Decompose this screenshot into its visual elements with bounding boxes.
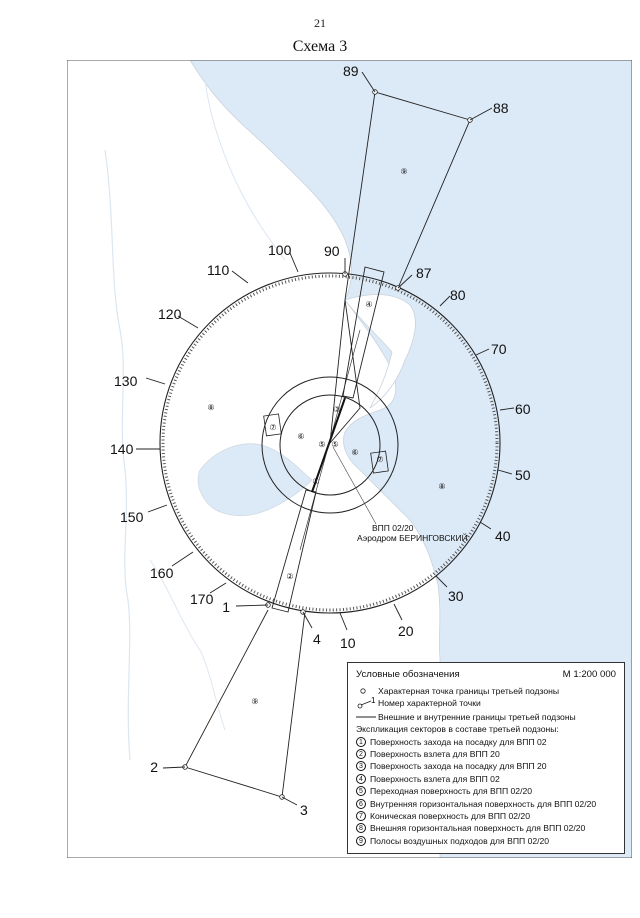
- sector-marker-3: ③: [333, 405, 340, 414]
- point-label-50: 50: [515, 467, 531, 483]
- sector-marker-1: ①: [312, 477, 319, 486]
- sectors-heading: Экспликация секторов в составе третьей п…: [356, 724, 559, 735]
- sector-number-badge: 6: [356, 798, 366, 809]
- point-label-160: 160: [150, 565, 174, 581]
- sector-marker-4: ④: [365, 300, 372, 309]
- sector-text: Внешняя горизонтальная поверхность для В…: [370, 823, 586, 834]
- sector-item: 6 Внутренняя горизонтальная поверхность д…: [348, 797, 624, 809]
- point-label-70: 70: [491, 341, 507, 357]
- page-number: 21: [314, 16, 326, 30]
- legend-point-number-label: Номер характерной точки: [378, 698, 481, 708]
- sector-number-badge: 5: [356, 786, 366, 797]
- legend-point-label: Характерная точка границы третьей подзон…: [378, 686, 560, 696]
- sector-number-badge: 8: [356, 823, 366, 834]
- sector-marker-5b: ⑤: [331, 440, 338, 449]
- point-label-170: 170: [190, 591, 214, 607]
- sector-text: Коническая поверхность для ВПП 02/20: [370, 810, 530, 821]
- point-label-120: 120: [158, 306, 182, 322]
- legend-boundary-label: Внешние и внутренние границы третьей под…: [378, 712, 576, 722]
- sector-item: 5 Переходная поверхность для ВПП 02/20: [348, 785, 624, 797]
- sector-number-badge: 2: [356, 748, 366, 759]
- point-label-100: 100: [268, 242, 292, 258]
- sector-list: 1 Поверхность захода на посадку для ВПП 0…: [348, 735, 624, 847]
- point-label-80: 80: [450, 287, 466, 303]
- sector-marker-9a: ⑨: [400, 167, 407, 176]
- point-label-60: 60: [515, 401, 531, 417]
- point-label-110: 110: [207, 262, 230, 278]
- sector-marker-8a: ⑧: [207, 403, 214, 412]
- point-label-10: 10: [340, 635, 356, 651]
- takeoff-surface-north: [342, 266, 385, 399]
- map-scale: М 1:200 000: [562, 669, 616, 680]
- sector-number-badge: 4: [356, 773, 366, 784]
- sector-marker-7a: ⑦: [269, 423, 276, 432]
- point-symbol-icon: [354, 685, 378, 697]
- sector-item: 3 Поверхность захода на посадку для ВПП 2…: [348, 760, 624, 772]
- caption-leader: [332, 446, 377, 525]
- sector-marker-2: ②: [286, 572, 293, 581]
- svg-text:1: 1: [371, 697, 376, 705]
- sector-marker-5a: ⑤: [318, 440, 325, 449]
- point-label-130: 130: [114, 373, 138, 389]
- sector-text: Внутренняя горизонтальная поверхность дл…: [370, 798, 597, 809]
- peninsula: [344, 294, 416, 409]
- point-label-89: 89: [343, 63, 359, 79]
- point-label-140: 140: [110, 441, 134, 457]
- sector-marker-8b: ⑧: [438, 482, 445, 491]
- transitional-rect-east: [370, 450, 389, 474]
- sector-item: 9 Полосы воздушных подходов для ВПП 02/20: [348, 835, 624, 847]
- point-label-1: 1: [222, 599, 230, 615]
- transitional-rect-west: [263, 413, 282, 437]
- sector-number-badge: 3: [356, 761, 366, 772]
- point-label-30: 30: [448, 588, 464, 604]
- lagoon: [197, 443, 313, 517]
- sector-text: Поверхность взлета для ВПП 20: [370, 748, 500, 759]
- point-label-40: 40: [495, 528, 511, 544]
- conical-outer-boundary: [261, 376, 399, 514]
- approach-band-south: [184, 609, 306, 798]
- sector-item: 2 Поверхность взлета для ВПП 20: [348, 748, 624, 760]
- scheme-title: Схема 3: [292, 38, 348, 55]
- runway-centreline: [299, 329, 361, 551]
- approach-strip-north: [329, 299, 361, 445]
- sector-text: Поверхность захода на посадку для ВПП 02: [370, 736, 547, 747]
- point-label-3: 3: [300, 802, 308, 818]
- point-number-symbol-icon: 1: [354, 696, 378, 709]
- runway-caption: ВПП 02/20: [372, 523, 414, 533]
- point-label-90: 90: [324, 243, 340, 259]
- point-label-4: 4: [313, 631, 321, 647]
- point-label-20: 20: [398, 623, 414, 639]
- label-leaders: [136, 71, 515, 806]
- legend-title: Условные обозначения: [356, 669, 460, 680]
- point-label-87: 87: [416, 265, 432, 281]
- approach-band-north: [344, 91, 471, 301]
- point-label-2: 2: [150, 759, 158, 775]
- sector-marker-6b: ⑥: [351, 448, 358, 457]
- sector-text: Поверхность захода на посадку для ВПП 20: [370, 761, 547, 772]
- sector-number-badge: 9: [356, 835, 366, 846]
- conical-inner-boundary: [279, 394, 381, 496]
- sector-text: Поверхность взлета для ВПП 02: [370, 773, 500, 784]
- sector-item: 1 Поверхность захода на посадку для ВПП 0…: [348, 735, 624, 747]
- sector-marker-7b: ⑦: [376, 455, 383, 464]
- sector-number-badge: 1: [356, 736, 366, 747]
- aerodrome-caption: Аэродром БЕРИНГОВСКИЙ: [357, 532, 468, 543]
- sector-item: 7 Коническая поверхность для ВПП 02/20: [348, 810, 624, 822]
- sector-marker-6a: ⑥: [297, 432, 304, 441]
- sector-number-badge: 7: [356, 810, 366, 821]
- point-label-150: 150: [120, 509, 144, 525]
- sector-text: Полосы воздушных подходов для ВПП 02/20: [370, 835, 550, 846]
- river: [149, 559, 226, 731]
- sector-item: 4 Поверхность взлета для ВПП 02: [348, 773, 624, 785]
- river: [204, 79, 286, 261]
- legend: Условные обозначения М 1:200 000 Характе…: [347, 662, 625, 854]
- outer-horizontal-boundary: [159, 272, 501, 614]
- boundary-line-icon: [354, 711, 378, 723]
- point-label-88: 88: [493, 100, 509, 116]
- sector-text: Переходная поверхность для ВПП 02/20: [370, 786, 533, 797]
- sector-item: 8 Внешняя горизонтальная поверхность для …: [348, 822, 624, 834]
- river: [104, 149, 131, 761]
- sector-marker-9b: ⑨: [251, 697, 258, 706]
